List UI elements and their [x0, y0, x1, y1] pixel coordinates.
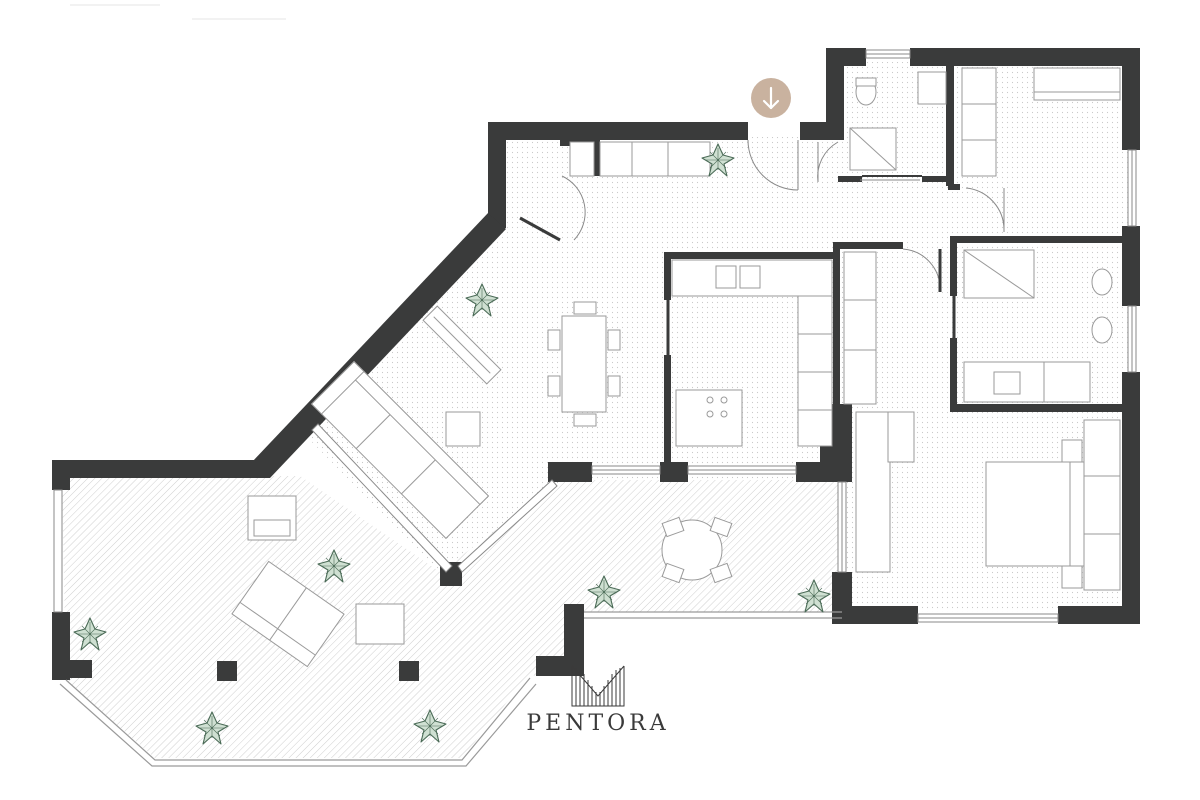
terrace-railing: [59, 611, 842, 767]
doors: [519, 139, 1005, 355]
entrance-marker: [751, 78, 791, 118]
interior-floor: [300, 62, 1130, 612]
terrace-floor: [62, 476, 842, 758]
arrow-down-icon: [762, 86, 780, 110]
walls: [52, 48, 1140, 681]
brand-name: PENTORA: [526, 711, 669, 736]
top-left-marks: [70, 4, 286, 20]
brand-logo: PENTORA: [526, 665, 669, 736]
windows: [53, 49, 1137, 623]
furniture: [231, 67, 1121, 668]
